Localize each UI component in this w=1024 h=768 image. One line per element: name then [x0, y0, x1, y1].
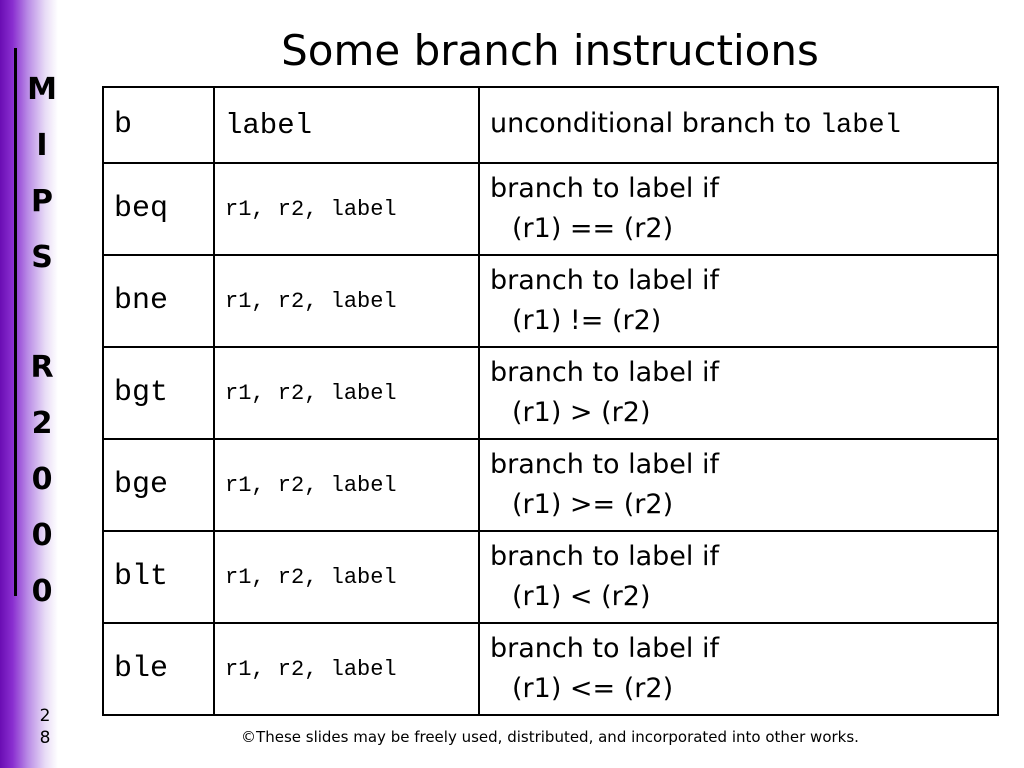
description-line2: (r1) != (r2): [512, 305, 662, 336]
copyright-footer: ©These slides may be freely used, distri…: [241, 728, 859, 746]
slide-number-digit: 8: [39, 728, 51, 748]
opcode-cell: bgt: [102, 346, 215, 440]
side-letter: P: [31, 184, 53, 219]
description-label-mono: label: [819, 111, 901, 141]
description-line1: branch to label if: [490, 541, 720, 572]
opcode-cell: bge: [102, 438, 215, 532]
side-letter: 0: [31, 518, 53, 553]
description-line2: (r1) < (r2): [512, 581, 651, 612]
side-letter: 2: [31, 406, 53, 441]
description-cell: unconditional branch to label: [478, 86, 999, 164]
description-cell: branch to label if (r1) < (r2): [478, 530, 999, 624]
table-row: bge r1, r2, label branch to label if (r1…: [102, 438, 999, 532]
opcode-cell: ble: [102, 622, 215, 716]
operands-cell: r1, r2, label: [213, 254, 480, 348]
branch-instructions-table: b label unconditional branch to label be…: [102, 86, 999, 716]
opcode-cell: beq: [102, 162, 215, 256]
slide-number: 2 8: [34, 705, 56, 749]
side-letter: 0: [31, 574, 53, 609]
description-cell: branch to label if (r1) >= (r2): [478, 438, 999, 532]
description-cell: branch to label if (r1) == (r2): [478, 162, 999, 256]
description-line1: branch to label if: [490, 357, 720, 388]
side-letter: M: [27, 72, 57, 107]
slide-title: Some branch instructions: [281, 26, 819, 75]
table-row: bne r1, r2, label branch to label if (r1…: [102, 254, 999, 348]
description-line1: branch to label if: [490, 265, 720, 296]
description-line2: (r1) == (r2): [512, 213, 674, 244]
description-cell: branch to label if (r1) != (r2): [478, 254, 999, 348]
operands-cell: r1, r2, label: [213, 530, 480, 624]
side-letter: I: [36, 128, 48, 163]
side-letter: S: [31, 240, 53, 275]
description-line2: (r1) >= (r2): [512, 489, 674, 520]
operands-cell: r1, r2, label: [213, 438, 480, 532]
side-vertical-rule: [14, 48, 17, 596]
table-row: b label unconditional branch to label: [102, 86, 999, 164]
description-line1: branch to label if: [490, 633, 720, 664]
description-line2: (r1) <= (r2): [512, 673, 674, 704]
opcode-cell: b: [102, 86, 215, 164]
operands-cell: r1, r2, label: [213, 622, 480, 716]
operands-cell: label: [213, 86, 480, 164]
side-letter: R: [30, 350, 54, 385]
side-letter-gap: [20, 286, 64, 340]
table-row: beq r1, r2, label branch to label if (r1…: [102, 162, 999, 256]
description-cell: branch to label if (r1) <= (r2): [478, 622, 999, 716]
table-row: ble r1, r2, label branch to label if (r1…: [102, 622, 999, 716]
description-cell: branch to label if (r1) > (r2): [478, 346, 999, 440]
operands-cell: r1, r2, label: [213, 346, 480, 440]
side-letter: 0: [31, 462, 53, 497]
description-line2: (r1) > (r2): [512, 397, 651, 428]
description-line1: branch to label if: [490, 449, 720, 480]
operands-cell: r1, r2, label: [213, 162, 480, 256]
slide-number-digit: 2: [39, 706, 51, 726]
description-text: unconditional branch to: [490, 108, 820, 139]
table-row: blt r1, r2, label branch to label if (r1…: [102, 530, 999, 624]
side-gradient-band: [0, 0, 58, 768]
side-course-label: M I P S R 2 0 0 0: [20, 62, 64, 620]
opcode-cell: bne: [102, 254, 215, 348]
opcode-cell: blt: [102, 530, 215, 624]
table-row: bgt r1, r2, label branch to label if (r1…: [102, 346, 999, 440]
description-line1: branch to label if: [490, 173, 720, 204]
